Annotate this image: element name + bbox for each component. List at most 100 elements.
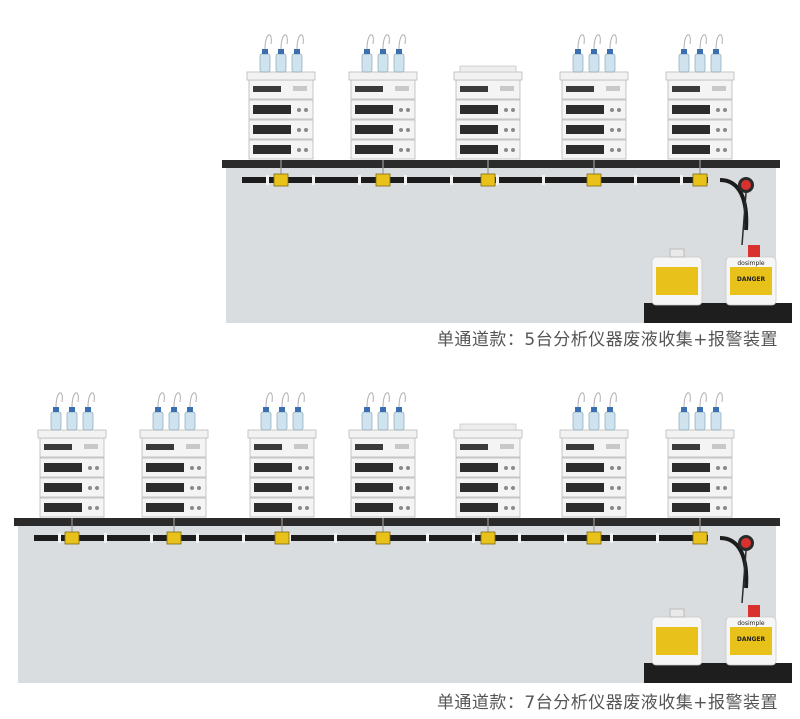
bottle-cap: [278, 49, 284, 54]
solvent-tube: [593, 34, 601, 50]
module-display: [355, 463, 393, 472]
solvent-bottle: [694, 411, 706, 431]
module-knob: [298, 486, 302, 490]
module-knob: [610, 128, 614, 132]
module-knob: [88, 506, 92, 510]
bottle-cap: [53, 407, 59, 412]
solvent-tube: [366, 34, 374, 50]
module-knob: [610, 506, 614, 510]
solvent-bottle: [276, 411, 288, 431]
solvent-tube: [280, 34, 288, 50]
module-display: [566, 463, 604, 472]
solvent-bottle: [361, 411, 373, 431]
solvent-bottle: [377, 411, 389, 431]
module-knob: [610, 486, 614, 490]
solvent-tube: [296, 34, 304, 50]
solvent-bottle: [572, 411, 584, 431]
module-display: [44, 463, 82, 472]
solvent-tray: [247, 429, 317, 439]
module-display: [254, 483, 292, 492]
solvent-bottle: [168, 411, 180, 431]
alarm-light: [741, 180, 751, 190]
bottle-cap: [396, 407, 402, 412]
solvent-tray: [246, 71, 316, 81]
collection-valve: [692, 531, 708, 545]
module-display: [44, 483, 82, 492]
spill-tray: [644, 303, 718, 323]
solvent-bottle: [184, 411, 196, 431]
solvent-bottle: [678, 411, 690, 431]
pipe-clip: [518, 533, 521, 543]
pipe-clip: [288, 533, 291, 543]
module-knob: [504, 148, 508, 152]
module-knob: [406, 486, 410, 490]
bottle-cap: [380, 407, 386, 412]
solvent-tube: [699, 34, 707, 50]
module-knob: [504, 108, 508, 112]
bottle-cap: [607, 49, 613, 54]
spill-tray: [644, 663, 718, 683]
collection-valve: [273, 173, 289, 187]
module-knob: [305, 466, 309, 470]
module-knob: [504, 466, 508, 470]
solvent-tube: [366, 392, 374, 408]
module-display: [253, 86, 281, 92]
solvent-tray: [453, 429, 523, 439]
solvent-bottle: [572, 53, 584, 73]
module-knob: [399, 108, 403, 112]
solvent-tube: [683, 392, 691, 408]
module-knob: [399, 466, 403, 470]
spill-tray: [718, 663, 792, 683]
module-display: [146, 483, 184, 492]
solvent-tube: [398, 392, 406, 408]
bottle-cap: [591, 407, 597, 412]
collection-valve: [375, 531, 391, 545]
module-panel: [606, 86, 620, 91]
bottle-cap: [591, 49, 597, 54]
module-knob: [716, 506, 720, 510]
solvent-bottle: [361, 53, 373, 73]
module-display: [460, 463, 498, 472]
bottle-cap: [295, 407, 301, 412]
solvent-tube: [71, 392, 79, 408]
collection-valve: [692, 173, 708, 187]
module-panel: [186, 444, 200, 449]
pipe-clip: [404, 175, 407, 185]
module-knob: [504, 506, 508, 510]
module-knob: [298, 506, 302, 510]
solvent-tube: [382, 34, 390, 50]
pipe-clip: [472, 533, 475, 543]
solvent-bottle: [292, 411, 304, 431]
bottle-cap: [187, 407, 193, 412]
module-knob: [88, 486, 92, 490]
module-display: [254, 463, 292, 472]
module-knob: [617, 486, 621, 490]
module-display: [460, 145, 498, 154]
module-display: [566, 86, 594, 92]
solvent-tube: [297, 392, 305, 408]
module-panel: [395, 444, 409, 449]
container-label: [656, 627, 698, 655]
module-panel: [712, 444, 726, 449]
module-display: [460, 86, 488, 92]
module-knob: [610, 466, 614, 470]
module-knob: [610, 108, 614, 112]
solvent-bottle: [152, 411, 164, 431]
module-display: [460, 444, 488, 450]
module-display: [672, 145, 710, 154]
solvent-tray: [665, 71, 735, 81]
pipe-clip: [450, 175, 453, 185]
module-panel: [294, 444, 308, 449]
module-knob: [617, 506, 621, 510]
solvent-bottle: [588, 53, 600, 73]
module-display: [566, 483, 604, 492]
bottle-cap: [713, 49, 719, 54]
module-display: [566, 105, 604, 114]
solvent-tray: [559, 429, 629, 439]
module-display: [460, 105, 498, 114]
bottle-cap: [85, 407, 91, 412]
module-display: [355, 503, 393, 512]
solvent-tube: [715, 392, 723, 408]
module-knob: [399, 486, 403, 490]
